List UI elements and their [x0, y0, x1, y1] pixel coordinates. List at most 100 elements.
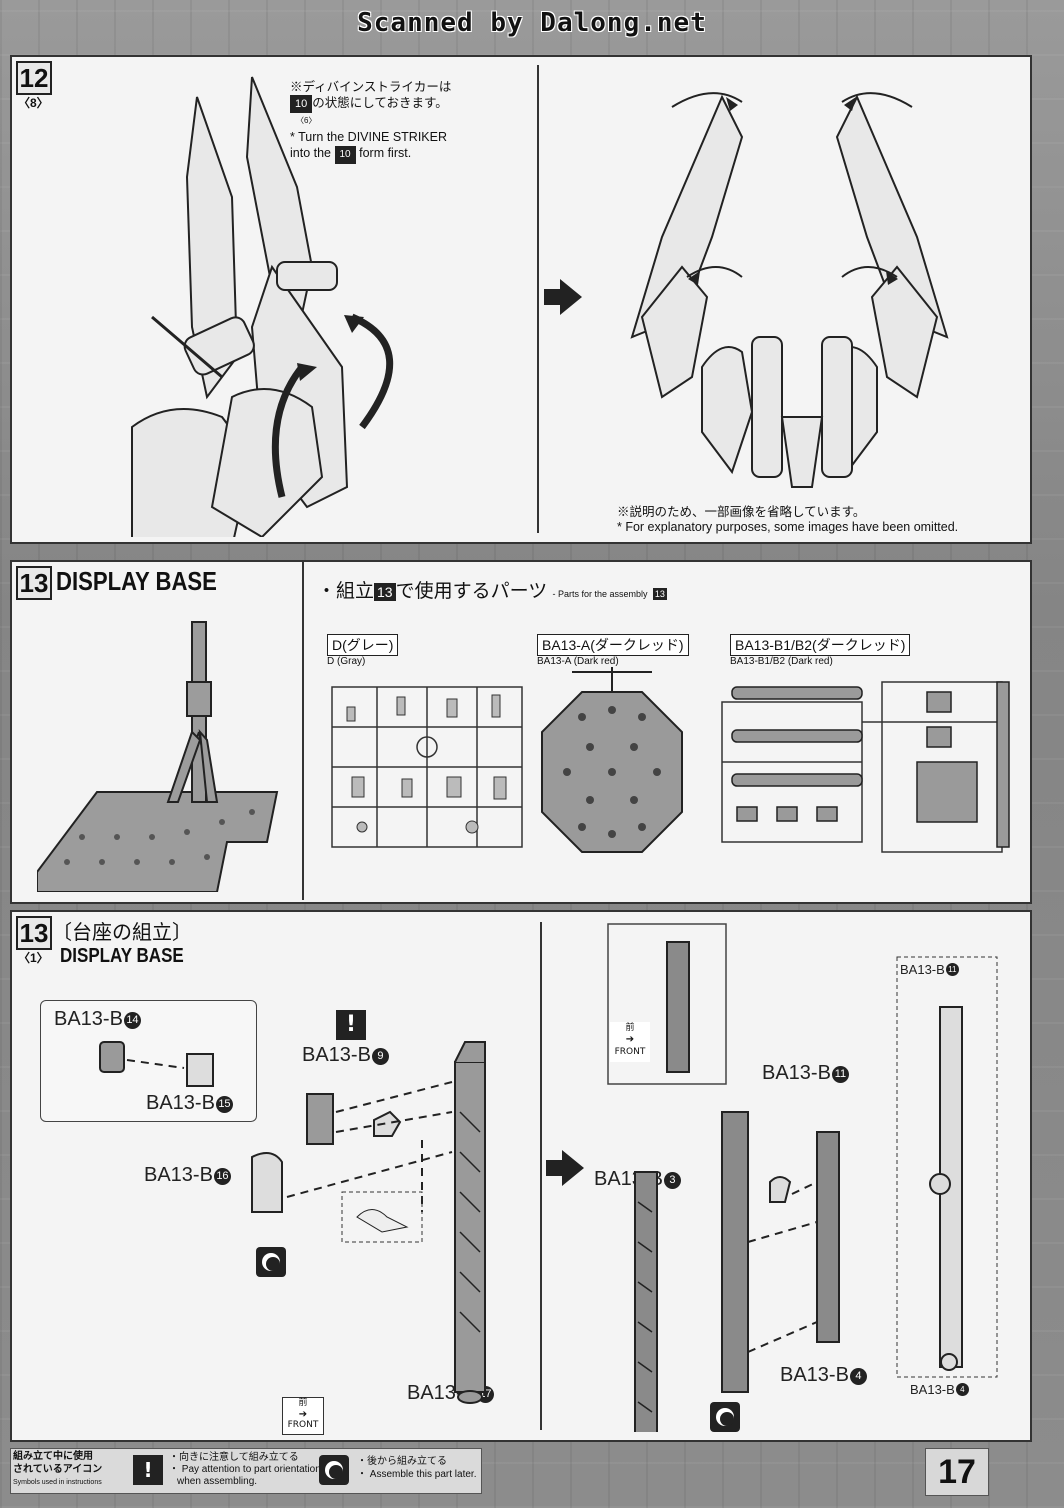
step13a-next-arrow	[546, 1150, 584, 1186]
step12-note-ref-2: 10	[334, 146, 356, 164]
legend-bar: 組み立て中に使用 されているアイコン Symbols used in instr…	[10, 1448, 482, 1494]
step13a-title-en: DISPLAY BASE	[60, 945, 184, 967]
label-b4a-prefix: BA13-B	[780, 1364, 849, 1386]
step13-number: 13	[16, 566, 52, 600]
legend-item1-en-2: when assembling.	[177, 1476, 258, 1487]
step12-wing-illustration-before	[131, 76, 394, 537]
step12-substep: 〈8〉	[18, 96, 49, 110]
legend-title: 組み立て中に使用 されているアイコン Symbols used in instr…	[13, 1450, 102, 1489]
parts-heading-step-2: 13	[652, 588, 667, 600]
front-badge-1-jp: 前	[298, 1398, 308, 1408]
step12-next-arrow	[544, 279, 582, 315]
page-number: 17	[925, 1448, 989, 1496]
step12-note-jp-2: の状態にしておきます。	[312, 96, 448, 110]
step12-omit-en: * For explanatory purposes, some images …	[617, 520, 959, 534]
runner-ba13b-en: BA13-B1/B2 (Dark red)	[730, 656, 833, 667]
label-b11b-prefix: BA13-B	[900, 962, 945, 977]
display-base-illustration	[37, 621, 279, 892]
step12-note-ref-sub: 〈6〉	[296, 116, 317, 125]
label-b4b-prefix: BA13-B	[910, 1382, 955, 1397]
assemble-later-icon	[256, 1247, 286, 1277]
runner-ba13b-name: BA13-B1/B2(ダークレッド)	[730, 634, 911, 656]
label-b14-num: 14	[123, 1012, 141, 1029]
label-b11b-num: 11	[945, 963, 959, 976]
attention-icon: !	[336, 1010, 366, 1040]
step13a-right-drawing	[607, 923, 998, 1432]
legend-item1-jp: ・向きに注意して組み立てる	[169, 1452, 299, 1463]
legend-item2-en: ・ Assemble this part later.	[357, 1469, 477, 1480]
front-badge-1: 前 ➔ FRONT	[282, 1397, 324, 1435]
runner-ba13a-label: BA13-A(ダークレッド) BA13-A (Dark red)	[537, 634, 689, 667]
step13a-title-jp: 〔台座の組立〕	[52, 922, 192, 944]
label-b16-num: 16	[213, 1168, 231, 1185]
parts-heading-step: 13	[374, 583, 396, 601]
front-badge-2-jp: 前	[625, 1023, 635, 1033]
runner-d-illustration	[331, 686, 523, 848]
runner-ba13b-label: BA13-B1/B2(ダークレッド) BA13-B1/B2 (Dark red)	[730, 634, 911, 667]
legend-later-icon	[319, 1455, 349, 1485]
runner-d-label: D(グレー) D (Gray)	[327, 634, 399, 667]
step13a-number: 13	[16, 916, 52, 950]
step13a-substep: 〈1〉	[18, 951, 49, 965]
step13a-divider	[540, 922, 542, 1430]
parts-heading-jp-b: で使用するパーツ	[395, 581, 548, 602]
runner-d-en: D (Gray)	[327, 656, 366, 667]
step12-note-ref: 10	[290, 95, 313, 113]
step12-note-en-2b: form first.	[359, 146, 412, 160]
label-b3-num: 3	[663, 1172, 681, 1189]
legend-title-jp-2: されているアイコン	[13, 1464, 103, 1475]
front-badge-2-arrow-icon: ➔	[625, 1034, 635, 1045]
step12-note-en-1: * Turn the DIVINE STRIKER	[290, 130, 447, 144]
label-b14-prefix: BA13-B	[54, 1008, 123, 1030]
front-badge-1-en: FRONT	[287, 1420, 319, 1430]
parts-heading-jp-a: ・組立	[317, 581, 375, 602]
legend-title-jp-1: 組み立て中に使用	[13, 1451, 93, 1462]
step12-wing-illustration-after	[630, 92, 949, 488]
step12-note-en-line2: into the 10 form first.	[290, 145, 451, 164]
runner-ba13a-illustration	[541, 667, 683, 853]
runner-ba13a-en: BA13-A (Dark red)	[537, 656, 619, 667]
runner-ba13b-illustration	[721, 681, 1010, 853]
front-badge-1-arrow-icon: ➔	[298, 1409, 308, 1420]
watermark: Scanned by Dalong.net	[357, 8, 707, 38]
assemble-later-icon-2	[710, 1402, 740, 1432]
step12-note-en-2a: into the	[290, 146, 332, 160]
label-b4a-num: 4	[849, 1368, 867, 1385]
runner-d-name: D(グレー)	[327, 634, 399, 656]
step13-parts-divider	[302, 562, 304, 900]
legend-item2-jp: ・後から組み立てる	[357, 1456, 447, 1467]
step12-number: 12	[16, 61, 52, 95]
label-b9-prefix: BA13-B	[302, 1044, 371, 1066]
legend-attention-icon: !	[133, 1455, 163, 1485]
step13a-left-drawing	[99, 1041, 486, 1404]
legend-item2: ・後から組み立てる ・ Assemble this part later.	[357, 1455, 477, 1481]
front-badge-2: 前 ➔ FRONT	[610, 1022, 650, 1062]
step12-divider	[537, 65, 539, 533]
parts-heading-en: - Parts for the assembly	[552, 589, 648, 599]
label-b9-num: 9	[371, 1048, 389, 1065]
legend-item1-en-1: ・ Pay attention to part orientation	[169, 1464, 321, 1475]
label-b11a-num: 11	[831, 1066, 849, 1083]
legend-title-en: Symbols used in instructions	[13, 1479, 102, 1486]
step12-omit-jp: ※説明のため、一部画像を省略しています。	[617, 505, 866, 519]
legend-item1: ・向きに注意して組み立てる ・ Pay attention to part or…	[169, 1452, 321, 1488]
label-b11a-prefix: BA13-B	[762, 1062, 831, 1084]
label-b16-prefix: BA13-B	[144, 1164, 213, 1186]
label-b15-num: 15	[215, 1096, 233, 1113]
step12-omit-note: ※説明のため、一部画像を省略しています。 * For explanatory p…	[617, 505, 958, 535]
front-badge-2-en: FRONT	[614, 1047, 646, 1057]
